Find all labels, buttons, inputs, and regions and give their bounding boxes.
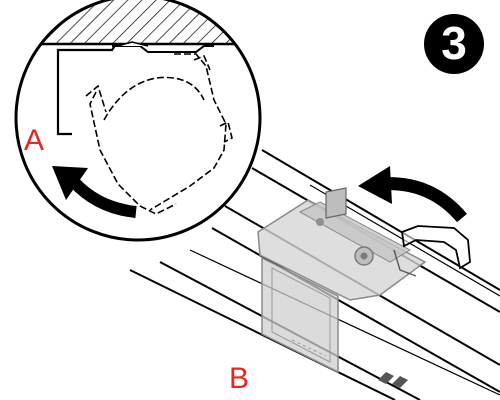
- label-b: B: [229, 362, 250, 395]
- rotate-arrow-icon: [358, 166, 467, 223]
- detail-magnifier: [14, 0, 262, 242]
- step-number: 3: [441, 17, 467, 69]
- mounting-bracket: [257, 187, 471, 388]
- curved-arrow-icon: [52, 166, 137, 218]
- label-a: A: [24, 124, 45, 157]
- step-number-badge: 3: [424, 14, 484, 74]
